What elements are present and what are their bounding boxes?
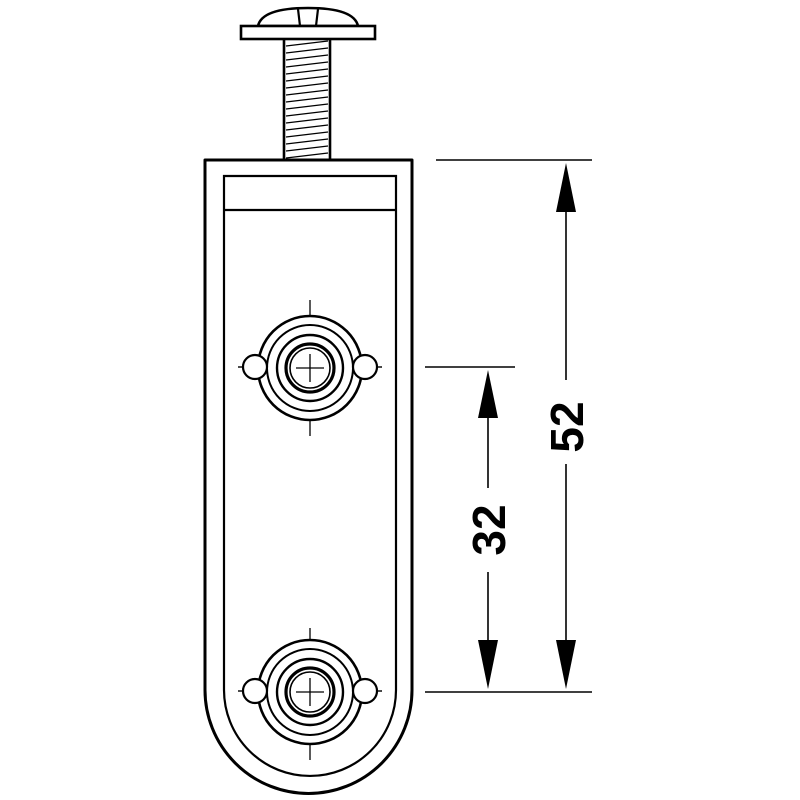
overall-height-label: 52: [541, 401, 593, 452]
hole-spacing-label: 32: [463, 504, 515, 555]
arrowhead-down: [556, 640, 576, 689]
screw-shank: [282, 36, 332, 162]
arrowhead-up: [556, 163, 576, 212]
lower-mounting-hole: [238, 628, 382, 760]
upper-mounting-hole: [238, 300, 382, 436]
dimension-overall-height: [425, 159, 592, 693]
bracket-outline: [203, 158, 414, 795]
screw-head: [239, 6, 377, 41]
arrowhead-down: [478, 640, 498, 689]
screw: [239, 6, 377, 162]
bracket-body: [203, 158, 414, 795]
bracket-inner-outline: [222, 174, 398, 778]
arrowhead-up: [478, 370, 498, 418]
dimension-hole-spacing: [425, 366, 515, 689]
